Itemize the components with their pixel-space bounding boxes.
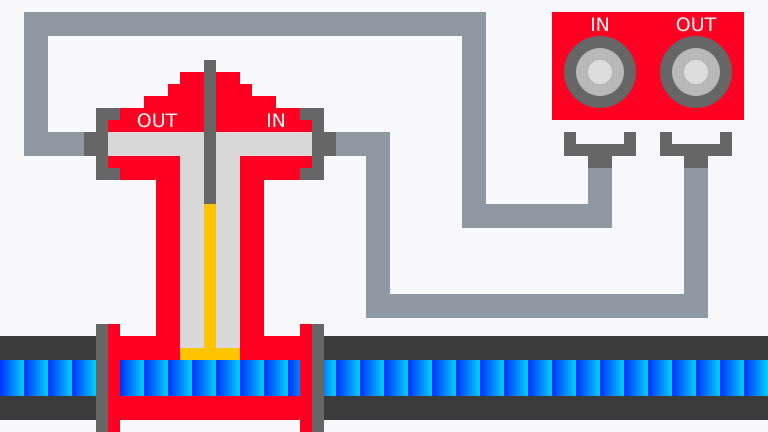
belt-segment <box>192 360 216 396</box>
in-connector <box>564 132 636 168</box>
fluid-outlet <box>180 348 240 360</box>
belt-segment <box>120 360 144 396</box>
belt-segment <box>72 360 96 396</box>
panel-in-label: IN <box>590 14 610 36</box>
belt-segment <box>576 360 600 396</box>
out-button[interactable] <box>660 36 732 108</box>
belt-segment <box>408 360 432 396</box>
belt-segment <box>480 360 504 396</box>
valve-in-label: IN <box>266 110 286 132</box>
belt-segment <box>336 360 360 396</box>
belt-segment <box>672 360 696 396</box>
belt-segment <box>216 360 240 396</box>
control-panel: IN OUT <box>552 12 744 120</box>
valve: OUT IN <box>84 60 336 432</box>
panel-out-label: OUT <box>676 14 717 36</box>
pipe-to-panel-out <box>320 132 708 318</box>
belt-segment <box>552 360 576 396</box>
belt-segment <box>24 360 48 396</box>
belt-segment <box>240 360 264 396</box>
belt-segment <box>720 360 744 396</box>
valve-divider <box>204 60 216 204</box>
out-connector <box>660 132 732 168</box>
belt-segment <box>384 360 408 396</box>
belt-segment <box>144 360 168 396</box>
belt-segment <box>624 360 648 396</box>
belt-segment <box>456 360 480 396</box>
valve-out-label: OUT <box>137 110 178 132</box>
belt-segment <box>0 360 24 396</box>
belt-segment <box>432 360 456 396</box>
belt-segment <box>168 360 192 396</box>
in-button[interactable] <box>564 36 636 108</box>
belt-segment <box>600 360 624 396</box>
belt-segment <box>696 360 720 396</box>
belt-segment <box>648 360 672 396</box>
belt-segment <box>360 360 384 396</box>
fluid-level <box>204 204 216 348</box>
belt-segment <box>48 360 72 396</box>
belt-segment <box>528 360 552 396</box>
conveyor-belt[interactable] <box>0 360 768 396</box>
belt-segment <box>744 360 768 396</box>
belt-segment <box>504 360 528 396</box>
belt-segment <box>264 360 288 396</box>
valve-flanges <box>84 108 336 432</box>
pipe-to-panel-in <box>24 12 612 228</box>
